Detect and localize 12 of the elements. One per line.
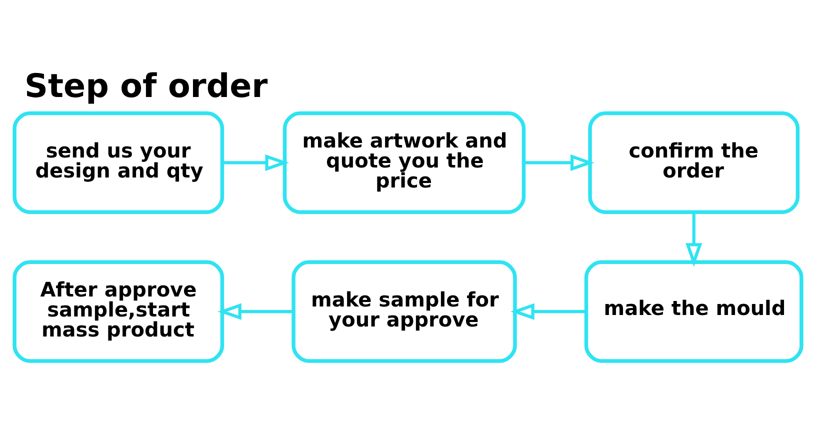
- diagram-title: Step of order: [24, 66, 268, 104]
- arrow: [217, 302, 293, 320]
- arrow: [222, 154, 289, 171]
- node-box: make the mould: [584, 260, 803, 362]
- node-box: After approve sample,start mass product: [12, 260, 224, 362]
- node-box: send us your design and qty: [12, 110, 224, 214]
- node-box: make sample for your approve: [291, 260, 516, 362]
- node-box: make artwork and quote you the price: [282, 110, 526, 214]
- node-box: confirm the order: [588, 110, 800, 214]
- arrow: [510, 302, 586, 320]
- arrow: [685, 212, 702, 266]
- arrow: [523, 154, 594, 171]
